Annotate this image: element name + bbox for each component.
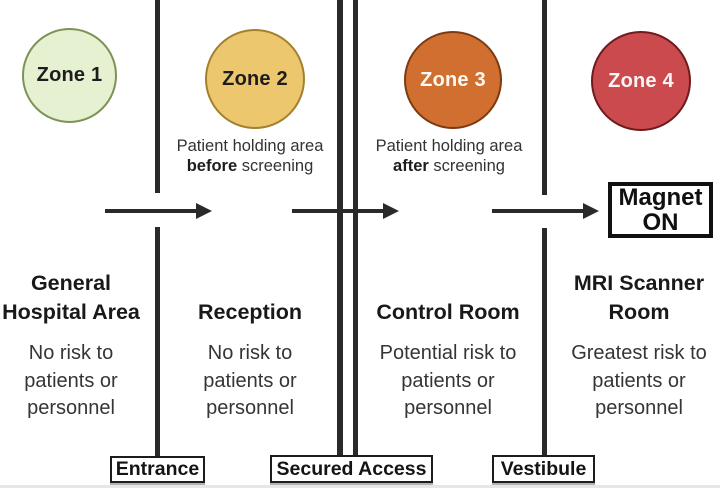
zone-2-label: Zone 2	[222, 67, 288, 90]
zone-2-caption-line1: Patient holding area	[176, 137, 324, 155]
vestibule-label: Vestibule	[500, 457, 587, 480]
secured-access-divider-line-left	[337, 0, 343, 456]
flow-arrow-1-icon	[105, 203, 212, 219]
arrow-shaft	[292, 209, 389, 213]
column-body-general-hospital-area: No risk to patients or personnel	[24, 342, 118, 419]
column-title-general-hospital-area: General Hospital Area	[2, 271, 140, 324]
column-body-mri-scanner-room: Greatest risk to patients or personnel	[571, 342, 707, 419]
secured-access-label: Secured Access	[276, 457, 427, 480]
zone-2-caption-bold-word: before	[186, 157, 238, 175]
zone-4-circle: Zone 4	[591, 31, 691, 131]
zone-3-caption-bold-word: after	[393, 157, 429, 175]
magnet-on-line2: ON	[642, 209, 679, 236]
entrance-label-box: Entrance	[110, 456, 205, 483]
secured-access-label-box: Secured Access	[270, 455, 433, 483]
flow-arrow-2-icon	[292, 203, 399, 219]
zone-3-caption-line1: Patient holding area	[375, 137, 523, 155]
column-body-reception: No risk to patients or personnel	[203, 342, 297, 419]
column-title-reception: Reception	[198, 300, 302, 324]
zone-3-circle: Zone 3	[404, 31, 502, 129]
column-body-control-room: Potential risk to patients or personnel	[379, 342, 517, 419]
zone-3-caption: Patient holding area after screening	[349, 136, 549, 176]
vestibule-divider-line-top	[542, 0, 547, 195]
arrow-shaft	[492, 209, 589, 213]
zone-2-circle: Zone 2	[205, 29, 305, 129]
arrow-head	[383, 203, 399, 219]
arrow-head	[583, 203, 599, 219]
secured-access-divider-line-right	[352, 0, 358, 456]
entrance-divider-line-top	[155, 0, 160, 193]
zone-2-caption: Patient holding area before screening	[150, 136, 350, 176]
zone-1-label: Zone 1	[36, 64, 103, 86]
zone-4-label: Zone 4	[608, 69, 674, 92]
zone-3-caption-rest: screening	[428, 157, 505, 175]
image-bottom-edge	[0, 485, 720, 488]
vestibule-label-box: Vestibule	[492, 455, 595, 483]
flow-arrow-3-icon	[492, 203, 599, 219]
zone-3-label: Zone 3	[420, 68, 486, 91]
zone-2-caption-rest: screening	[237, 157, 314, 175]
arrow-shaft	[105, 209, 202, 213]
entrance-divider-line-bottom	[155, 227, 160, 457]
arrow-head	[196, 203, 212, 219]
magnet-on-box: Magnet ON	[608, 182, 713, 238]
vestibule-divider-line-bottom	[542, 228, 547, 456]
column-title-control-room: Control Room	[376, 300, 520, 324]
magnet-on-line1: Magnet	[618, 184, 703, 211]
column-title-mri-scanner-room: MRI Scanner Room	[573, 271, 705, 324]
entrance-label: Entrance	[115, 458, 200, 480]
zone-1-circle: Zone 1	[22, 28, 117, 123]
